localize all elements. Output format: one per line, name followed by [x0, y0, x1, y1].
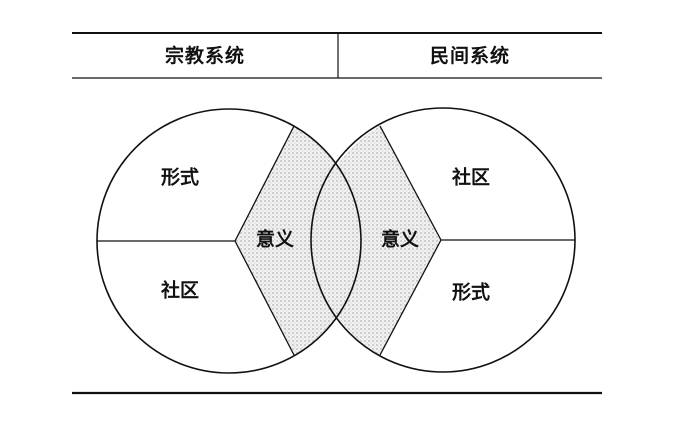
left-divider-lower — [234, 240, 295, 356]
left-divider-upper — [234, 125, 295, 242]
right-divider-upper — [379, 125, 442, 241]
header-right-title: 民间系统 — [429, 45, 510, 67]
header-left-title: 宗教系统 — [164, 45, 245, 67]
right-divider-lower — [379, 239, 442, 356]
right-bottom-label: 形式 — [452, 281, 490, 304]
right-meaning-sector — [313, 126, 441, 355]
left-center-label: 意义 — [256, 228, 294, 251]
right-center-label: 意义 — [381, 228, 419, 251]
right-top-label: 社区 — [451, 166, 490, 189]
left-top-label: 形式 — [161, 166, 199, 189]
left-bottom-label: 社区 — [160, 279, 199, 302]
